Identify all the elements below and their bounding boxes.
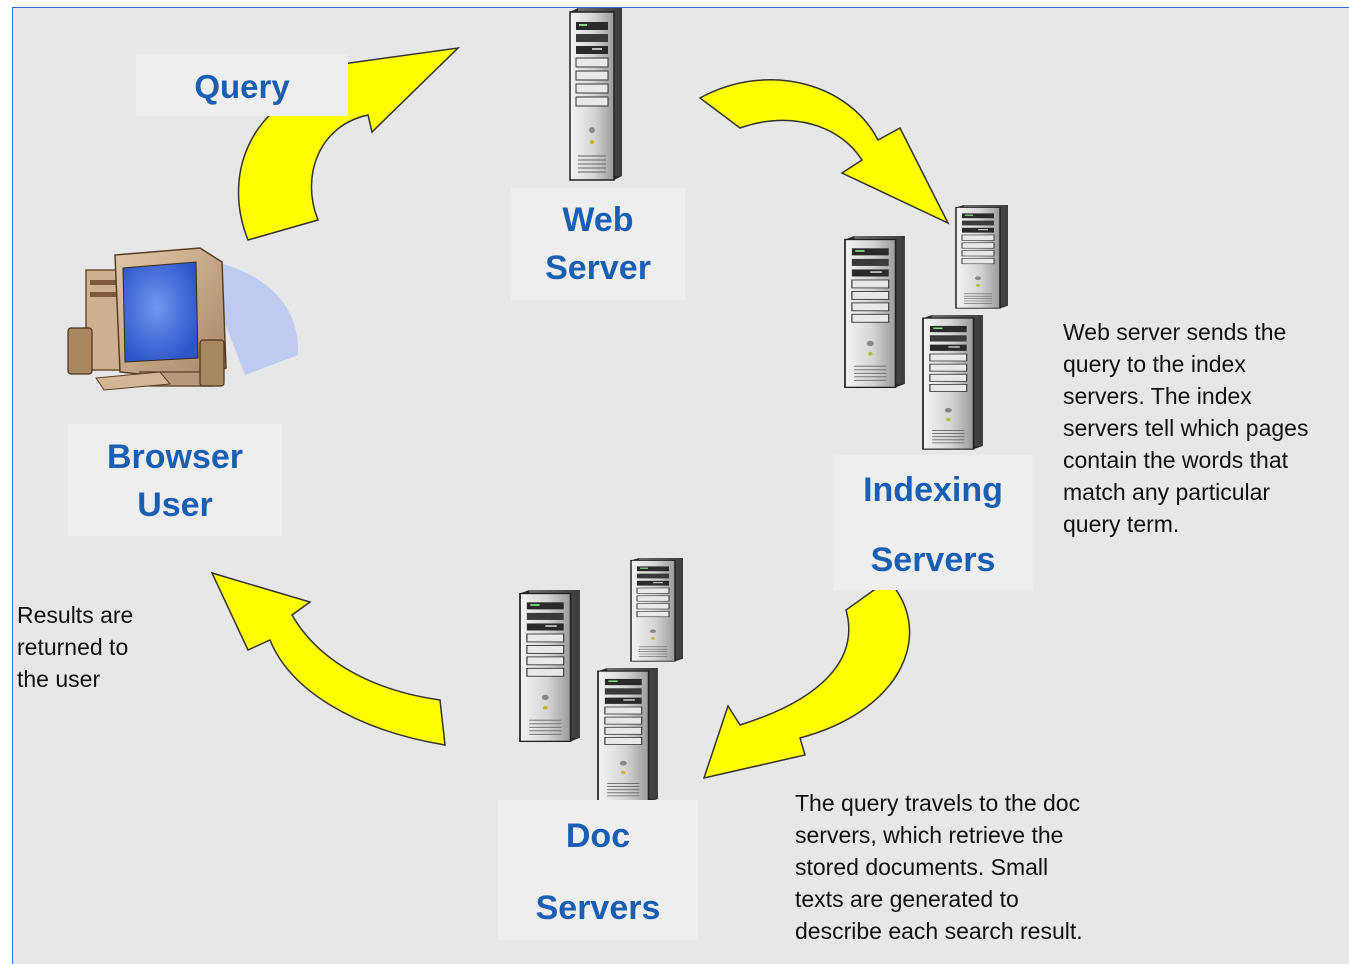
node-label-doc-servers: Doc Servers: [498, 800, 698, 940]
web-server-line2: Server: [545, 249, 651, 287]
index-servers-note: Web server sends the query to the index …: [1063, 319, 1309, 537]
server-tower-icon: [519, 589, 581, 743]
desktop-computer-icon: [67, 247, 299, 391]
browser-user-line1: Browser: [106, 438, 244, 476]
indexing-servers-line2: Servers: [870, 541, 996, 579]
node-label-browser-user: Browser User: [68, 424, 282, 536]
server-tower-icon: [922, 314, 984, 451]
doc-servers-line2: Servers: [535, 889, 661, 927]
arrow-webserver-to-indexing: [698, 79, 950, 225]
server-tower-icon: [569, 7, 623, 181]
server-tower-icon: [597, 667, 659, 804]
server-tower-icon: [955, 204, 1009, 309]
node-label-indexing-servers: Indexing Servers: [833, 455, 1033, 590]
indexing-servers-line1: Indexing: [863, 471, 1003, 509]
arrow-docservers-to-browser: [210, 571, 446, 746]
node-label-query: Query: [136, 54, 348, 116]
node-label-web-server: Web Server: [511, 188, 685, 300]
results-note: Results are returned to the user: [17, 602, 134, 692]
server-tower-icon: [844, 235, 906, 389]
doc-servers-line1: Doc: [565, 817, 631, 855]
arrow-indexing-to-docservers: [702, 579, 911, 780]
doc-servers-note: The query travels to the doc servers, wh…: [795, 790, 1083, 944]
browser-user-line2: User: [137, 486, 213, 524]
server-tower-icon: [630, 557, 684, 662]
web-server-line1: Web: [562, 201, 634, 239]
